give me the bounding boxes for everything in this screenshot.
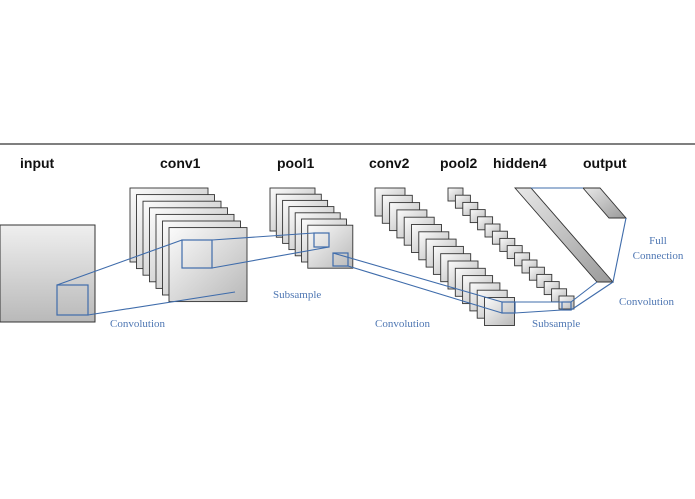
input-block [0, 224, 96, 323]
label-output: output [583, 155, 627, 171]
label-pool2: pool2 [440, 155, 478, 171]
output-layer [582, 187, 627, 219]
label-hidden4: hidden4 [493, 155, 547, 171]
op-convolution-2: Convolution [375, 318, 431, 330]
conv1-kernel-window [181, 239, 213, 269]
conv1-feature-maps [129, 187, 248, 303]
conv2-feature-maps [374, 187, 515, 326]
pool1-window-a [313, 232, 330, 248]
conv2-window [501, 301, 516, 314]
op-full-connection: Full Connection [626, 234, 690, 264]
pool2-window [561, 301, 572, 311]
label-conv1: conv1 [160, 155, 201, 171]
label-conv2: conv2 [369, 155, 410, 171]
pool1-window-b [332, 252, 349, 267]
op-convolution-1: Convolution [110, 318, 166, 330]
pool1-feature-maps [269, 187, 354, 269]
op-full-line2: Connection [632, 250, 684, 262]
input-receptive-field [56, 284, 89, 316]
label-pool1: pool1 [277, 155, 315, 171]
op-subsample-2: Subsample [532, 318, 581, 330]
connector-lines [56, 187, 627, 316]
op-full-line1: Full [649, 235, 667, 247]
op-subsample-1: Subsample [273, 289, 322, 301]
label-input: input [20, 155, 55, 171]
op-convolution-3: Convolution [619, 296, 675, 308]
